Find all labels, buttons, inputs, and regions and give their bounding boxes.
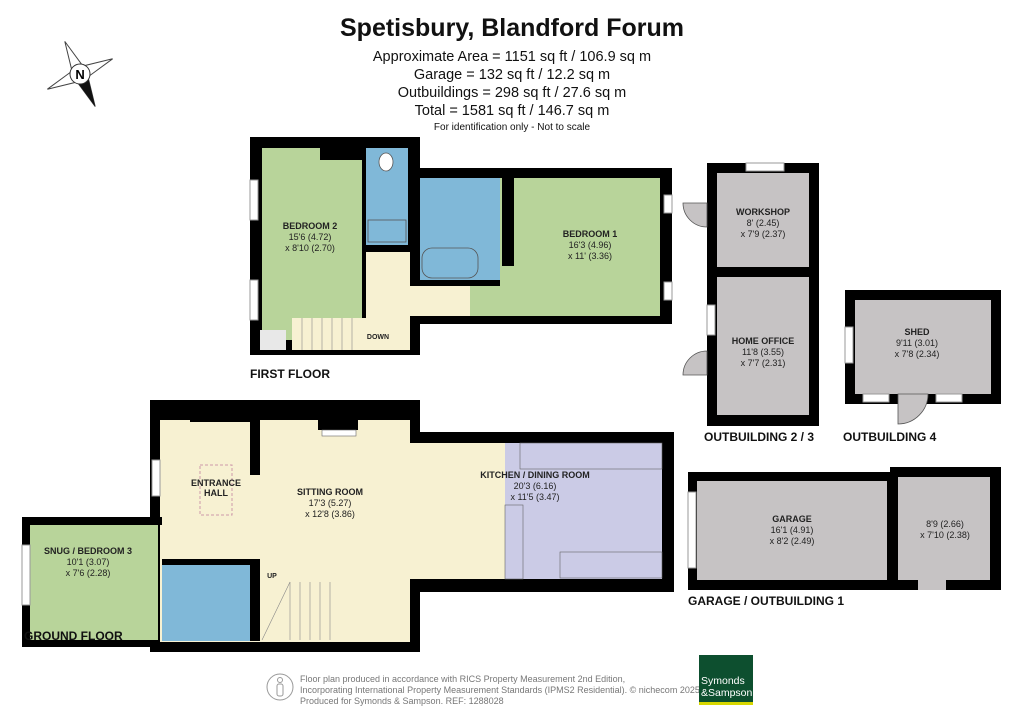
logo-text: Symonds: [701, 675, 745, 687]
scale-note: For identification only - Not to scale: [433, 122, 591, 133]
area-garage: Garage = 132 sq ft / 12.2 sq m: [413, 67, 611, 83]
room-shed: [855, 300, 991, 394]
svg-text:9'11 (3.01): 9'11 (3.01): [896, 338, 938, 348]
svg-text:x 7'10 (2.38): x 7'10 (2.38): [920, 530, 970, 540]
ground-floor-plan: ENTRANCE HALL SITTING ROOM 17'3 (5.27) x…: [21, 400, 674, 652]
svg-text:17'3 (5.27): 17'3 (5.27): [309, 498, 352, 508]
svg-text:x 7'8 (2.34): x 7'8 (2.34): [895, 349, 940, 359]
outbuilding-4-plan: SHED 9'11 (3.01) x 7'8 (2.34) OUTBUILDIN…: [843, 290, 1001, 444]
svg-text:GARAGE: GARAGE: [772, 514, 812, 524]
svg-text:16'1 (4.91): 16'1 (4.91): [771, 525, 814, 535]
svg-text:x 7'7 (2.31): x 7'7 (2.31): [741, 358, 786, 368]
svg-text:x 11'5 (3.47): x 11'5 (3.47): [510, 492, 559, 502]
svg-text:15'6 (4.72): 15'6 (4.72): [289, 232, 332, 242]
svg-text:x 8'10 (2.70): x 8'10 (2.70): [285, 243, 335, 253]
floor-label-outbuilding-4: OUTBUILDING 4: [843, 430, 937, 444]
svg-text:UP: UP: [267, 573, 277, 580]
room-snug-bedroom-3: [30, 525, 158, 640]
svg-text:DOWN: DOWN: [367, 334, 389, 341]
svg-text:SITTING ROOM: SITTING ROOM: [297, 487, 363, 497]
room-landing: [366, 252, 410, 350]
svg-text:8' (2.45): 8' (2.45): [747, 218, 780, 228]
svg-text:ENTRANCE: ENTRANCE: [191, 478, 241, 488]
floor-label-first: FIRST FLOOR: [250, 367, 330, 381]
svg-text:8'9 (2.66): 8'9 (2.66): [926, 519, 964, 529]
svg-text:x 7'6 (2.28): x 7'6 (2.28): [66, 568, 111, 578]
svg-text:SNUG / BEDROOM 3: SNUG / BEDROOM 3: [44, 546, 132, 556]
area-outbuildings: Outbuildings = 298 sq ft / 27.6 sq m: [397, 85, 627, 101]
svg-text:BEDROOM 2: BEDROOM 2: [283, 221, 338, 231]
svg-text:HOME OFFICE: HOME OFFICE: [732, 336, 795, 346]
ipms-person-icon: [266, 673, 294, 701]
svg-text:x 7'9 (2.37): x 7'9 (2.37): [741, 229, 786, 239]
svg-text:N: N: [75, 67, 84, 82]
svg-text:11'8 (3.55): 11'8 (3.55): [742, 347, 784, 357]
footer-credits: Floor plan produced in accordance with R…: [300, 674, 702, 707]
garage-plan: GARAGE 16'1 (4.91) x 8'2 (2.49) 8'9 (2.6…: [687, 467, 1001, 608]
svg-text:HALL: HALL: [204, 488, 228, 498]
svg-text:x 12'8 (3.86): x 12'8 (3.86): [305, 509, 355, 519]
floor-label-outbuilding-2-3: OUTBUILDING 2 / 3: [704, 430, 814, 444]
svg-text:10'1 (3.07): 10'1 (3.07): [67, 557, 110, 567]
footer-line: Produced for Symonds & Sampson. REF: 128…: [300, 696, 504, 706]
footer-line: Incorporating International Property Mea…: [300, 685, 703, 695]
svg-text:BEDROOM 1: BEDROOM 1: [563, 229, 618, 239]
area-approximate: Approximate Area = 1151 sq ft / 106.9 sq…: [372, 49, 652, 65]
compass-north-icon: N: [47, 41, 113, 107]
floor-label-ground-visible: GROUND FLOOR: [24, 629, 123, 643]
svg-text:x 8'2 (2.49): x 8'2 (2.49): [770, 536, 815, 546]
footer-line: Floor plan produced in accordance with R…: [300, 674, 626, 684]
svg-text:SHED: SHED: [904, 327, 930, 337]
room-home-office: [717, 277, 809, 415]
room-workshop: [717, 173, 809, 267]
room-bedroom-2: [262, 148, 362, 340]
svg-text:KITCHEN / DINING ROOM: KITCHEN / DINING ROOM: [480, 470, 590, 480]
room-bedroom-1: [500, 178, 660, 316]
page-title: Spetisbury, Blandford Forum: [340, 14, 684, 42]
floor-label-garage: GARAGE / OUTBUILDING 1: [688, 594, 844, 608]
room-shower-room: [162, 563, 250, 641]
first-floor-plan: BEDROOM 2 15'6 (4.72) x 8'10 (2.70) BEDR…: [249, 137, 673, 381]
room-garage: [697, 481, 887, 580]
svg-text:16'3 (4.96): 16'3 (4.96): [569, 240, 612, 250]
svg-text:x 11' (3.36): x 11' (3.36): [568, 251, 612, 261]
logo-text: &Sampson: [701, 687, 753, 699]
area-total: Total = 1581 sq ft / 146.7 sq m: [414, 103, 610, 119]
stairs: [292, 318, 366, 350]
outbuilding-2-3-plan: WORKSHOP 8' (2.45) x 7'9 (2.37) HOME OFF…: [682, 162, 819, 444]
svg-text:20'3 (6.16): 20'3 (6.16): [514, 481, 557, 491]
svg-text:WORKSHOP: WORKSHOP: [736, 207, 790, 217]
symonds-sampson-logo: Symonds &Sampson: [699, 655, 753, 705]
room-outbuilding-1: [898, 477, 990, 580]
